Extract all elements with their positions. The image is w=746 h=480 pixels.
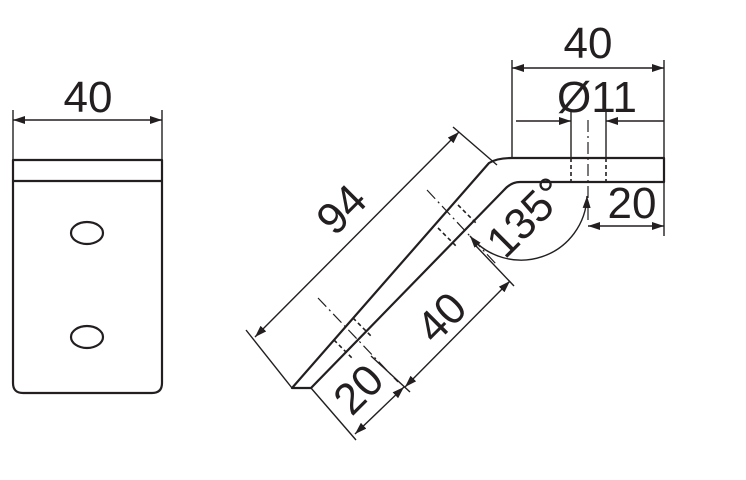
length-dim-line [254, 131, 460, 338]
leg-hole-lower-hidden-a [333, 339, 353, 359]
flange-label: 20 [608, 179, 657, 228]
spacing-dim-line [404, 280, 511, 388]
angle-arc [469, 195, 591, 261]
offset-dim-line [354, 386, 405, 435]
length-label: 94 [307, 175, 376, 244]
front-width-label: 40 [64, 73, 113, 122]
top-width-label: 40 [564, 19, 613, 68]
offset-ext-lower [310, 387, 357, 441]
spacing-label: 40 [407, 283, 476, 352]
front-hole-lower [69, 324, 105, 350]
leg-hole-lower-hidden-b [352, 317, 372, 337]
front-view: 40 [11, 73, 164, 395]
spacing-ext-lower [370, 355, 411, 393]
spacing-ext-upper [475, 245, 515, 287]
front-hole-upper [69, 220, 105, 246]
length-ext-top [452, 126, 498, 166]
length-ext-bottom [245, 329, 293, 389]
front-plate-outline [11, 158, 164, 395]
leg-hole-upper-hidden-b [457, 204, 477, 224]
side-view: 94 40 Ø11 20 135° 40 20 [245, 19, 666, 441]
leg-hole-upper-hidden-a [437, 227, 457, 247]
diameter-label: Ø11 [557, 73, 637, 122]
